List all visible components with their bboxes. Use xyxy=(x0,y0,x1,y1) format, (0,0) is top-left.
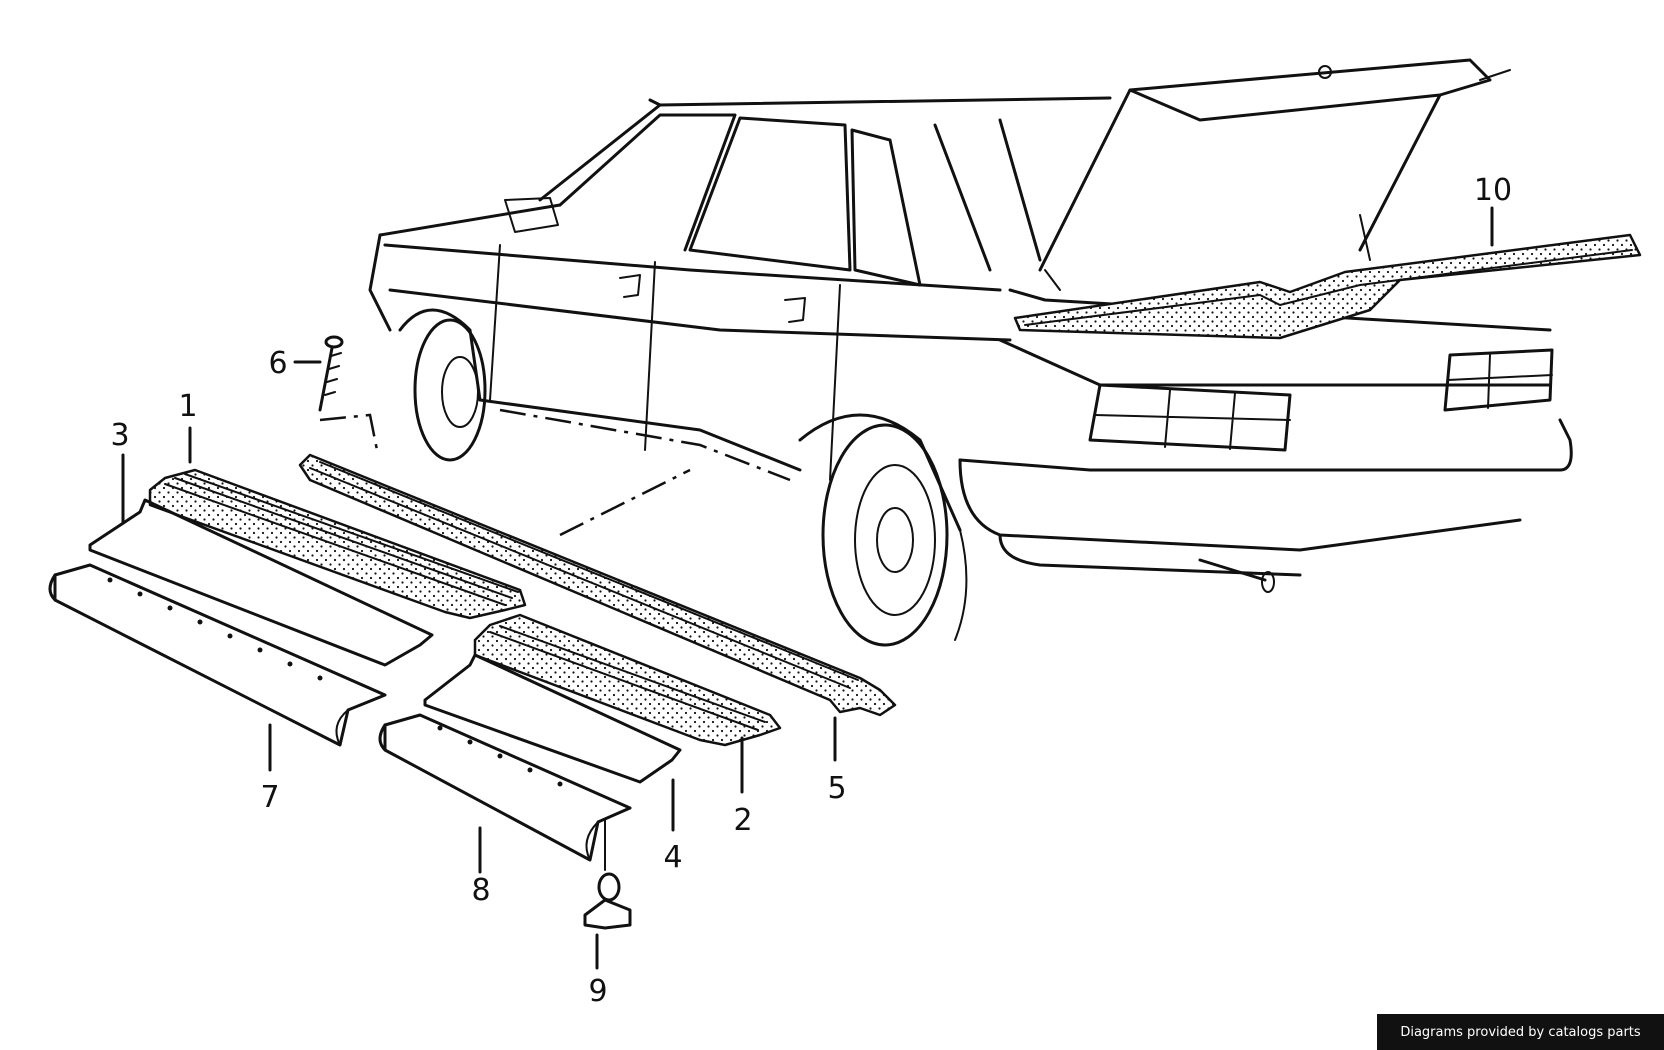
part-4-flat-strip xyxy=(423,653,682,784)
callout-labels: 1 2 3 4 5 6 7 8 9 10 xyxy=(110,173,1512,1009)
car-body xyxy=(368,58,1573,647)
callout-9: 9 xyxy=(588,974,607,1009)
callout-4: 4 xyxy=(663,840,682,875)
callout-2: 2 xyxy=(733,803,752,838)
leader-line-5-to-car xyxy=(559,468,691,537)
callout-leaders xyxy=(121,206,1494,970)
leader-line-6-to-car xyxy=(319,413,380,456)
callout-10: 10 xyxy=(1474,173,1512,208)
part-10-rear-trim xyxy=(1013,233,1642,340)
part-9-clip xyxy=(583,819,632,930)
callout-7: 7 xyxy=(260,780,279,815)
part-5-sill-panel xyxy=(298,453,897,717)
part-2-sill-cover xyxy=(473,613,782,747)
part-3-flat-strip xyxy=(88,498,434,667)
part-7-moulding xyxy=(48,563,387,747)
callout-5: 5 xyxy=(827,771,846,806)
callout-8: 8 xyxy=(471,873,490,908)
part-6-screw xyxy=(318,335,344,412)
part-8-moulding xyxy=(378,713,632,862)
callout-1: 1 xyxy=(178,389,197,424)
diagram-credit-badge: Diagrams provided by catalogs parts xyxy=(1377,1014,1664,1050)
part-1-sill-cover xyxy=(148,468,527,620)
callout-3: 3 xyxy=(110,418,129,453)
callout-6: 6 xyxy=(268,346,287,381)
